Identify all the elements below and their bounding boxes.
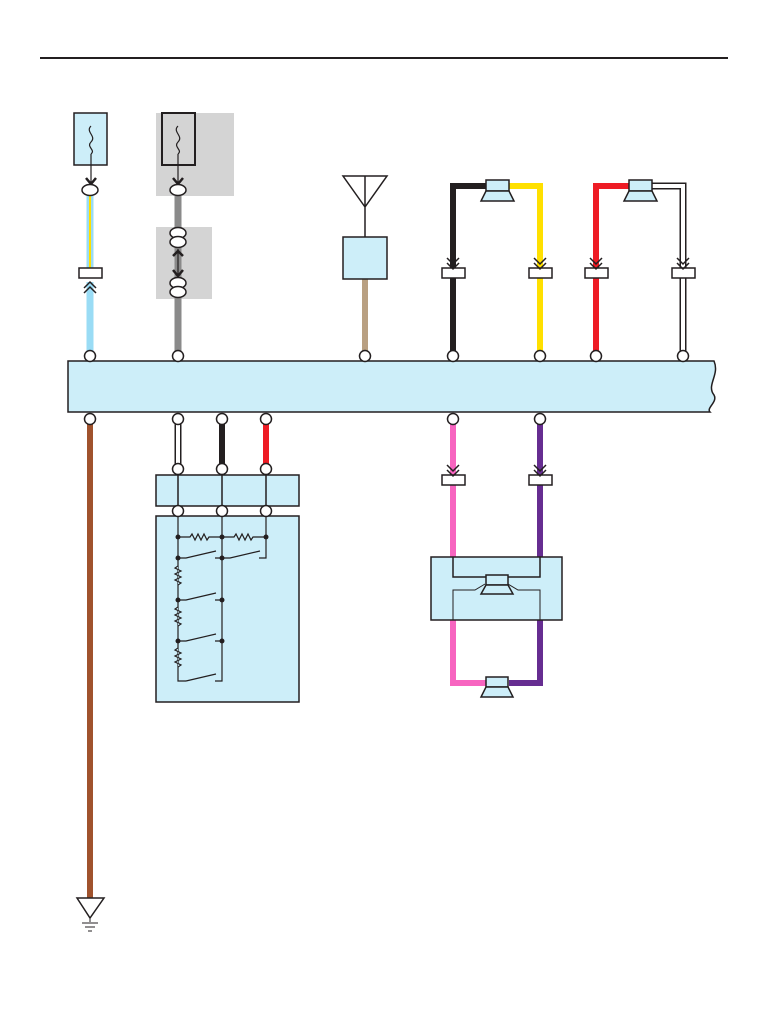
wire-purple: [509, 424, 543, 686]
antenna: [341, 175, 389, 280]
main-unit: [67, 360, 717, 413]
speaker-front-left: [479, 179, 516, 202]
junction-connector: [169, 226, 187, 299]
terminals: [83, 349, 690, 426]
wire-black-speaker: [450, 183, 486, 352]
antenna-icon: [341, 175, 389, 237]
wire-red-speaker: [593, 183, 629, 352]
ground-icon: [75, 897, 106, 932]
speaker-rear: [479, 676, 515, 698]
steering-switch: [155, 462, 300, 703]
fuse-1: [73, 112, 108, 197]
wire-yellow-speaker: [509, 183, 543, 352]
fuse-icon: [175, 125, 181, 155]
fuse-icon: [88, 125, 94, 155]
fuse-2: [161, 112, 196, 197]
wires: [86, 182, 687, 898]
amplifier-speaker: [430, 556, 563, 621]
wire-pink: [450, 424, 486, 686]
inline-connectors: [78, 257, 696, 486]
speaker-front-right: [622, 179, 659, 202]
